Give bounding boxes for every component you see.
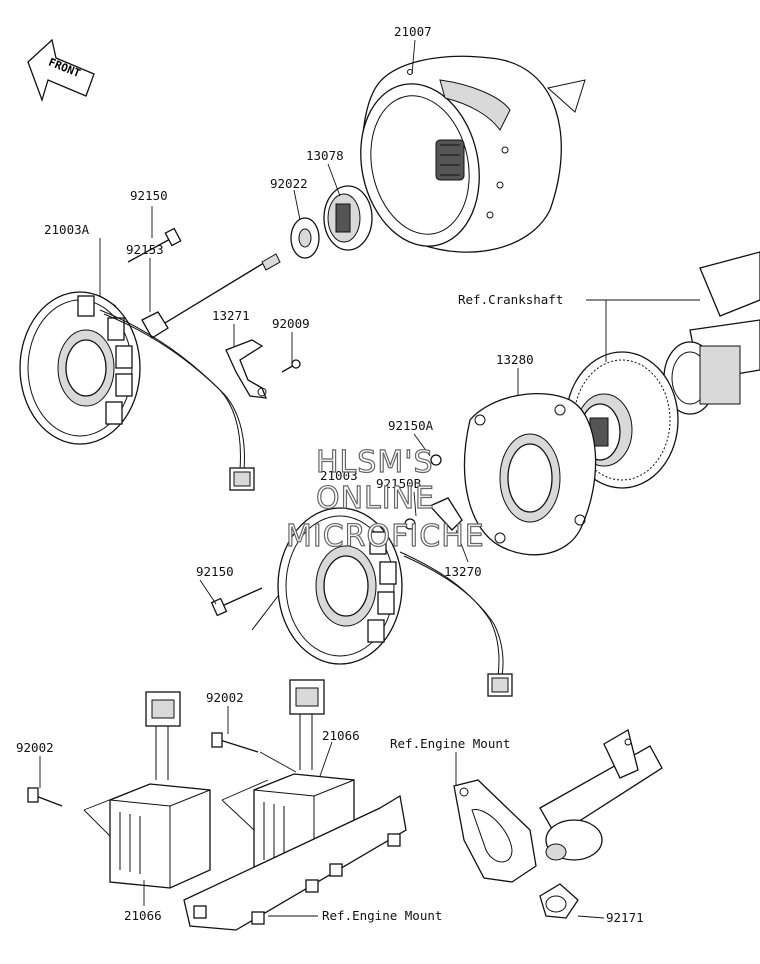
label-92009: 92009: [272, 316, 310, 331]
label-21007: 21007: [394, 24, 432, 39]
bolt-92150B: [404, 518, 416, 530]
clamp-92171: [539, 883, 579, 919]
bracket-13271: [225, 339, 268, 399]
label-ref-engine-mount-top: Ref.Engine Mount: [390, 736, 510, 751]
watermark: HLSM'S ONLINE MICROFICHE: [285, 444, 485, 554]
label-21003: 21003: [320, 468, 358, 483]
watermark-line-1: HLSM'S: [316, 445, 434, 480]
label-92002-left: 92002: [16, 740, 54, 755]
bolt-92150-mid: [210, 587, 263, 617]
label-92150A: 92150A: [388, 418, 434, 433]
engine-mount-plate: [453, 779, 537, 883]
label-92002-mid: 92002: [206, 690, 244, 705]
washer-92022: [290, 217, 320, 259]
label-92022: 92022: [270, 176, 308, 191]
regulator-21066-left: [109, 691, 211, 889]
crankshaft: [663, 251, 760, 415]
bolt-92002-mid: [211, 732, 259, 753]
label-13078: 13078: [306, 148, 344, 163]
bolt-92150-top: [127, 227, 182, 263]
label-13271: 13271: [212, 308, 250, 323]
part-labels: 21007 13078 92022 92150 21003A 92153 132…: [16, 24, 644, 925]
gear-collar-13078: [323, 185, 373, 251]
label-92153: 92153: [126, 242, 164, 257]
label-21066-right: 21066: [322, 728, 360, 743]
label-92150-mid: 92150: [196, 564, 234, 579]
plate-13270: [428, 497, 463, 531]
bolt-92002-left: [27, 787, 63, 807]
stator-21003: [251, 507, 513, 697]
regulator-bracket: [183, 794, 407, 931]
label-92150-top: 92150: [130, 188, 168, 203]
screw-92009: [281, 359, 301, 373]
long-bolt-92153: [141, 253, 281, 339]
watermark-line-3: MICROFICHE: [286, 519, 485, 554]
leader-lines: [39, 39, 700, 919]
front-arrow-icon: FRONT: [27, 38, 95, 103]
bolt-92150A: [430, 454, 442, 466]
label-13280: 13280: [496, 352, 534, 367]
frame-tube: [539, 729, 663, 861]
stator-21003A: [19, 291, 255, 491]
cover-13280: [463, 393, 597, 556]
label-21066-left: 21066: [124, 908, 162, 923]
label-21003A: 21003A: [44, 222, 90, 237]
label-13270: 13270: [444, 564, 482, 579]
watermark-line-2: ONLINE: [316, 481, 435, 516]
label-92171: 92171: [606, 910, 644, 925]
label-92150B: 92150B: [376, 476, 421, 491]
label-ref-engine-mount-bottom: Ref.Engine Mount: [322, 908, 442, 923]
rotor-flywheel: [360, 55, 586, 253]
label-ref-crankshaft: Ref.Crankshaft: [458, 292, 563, 307]
